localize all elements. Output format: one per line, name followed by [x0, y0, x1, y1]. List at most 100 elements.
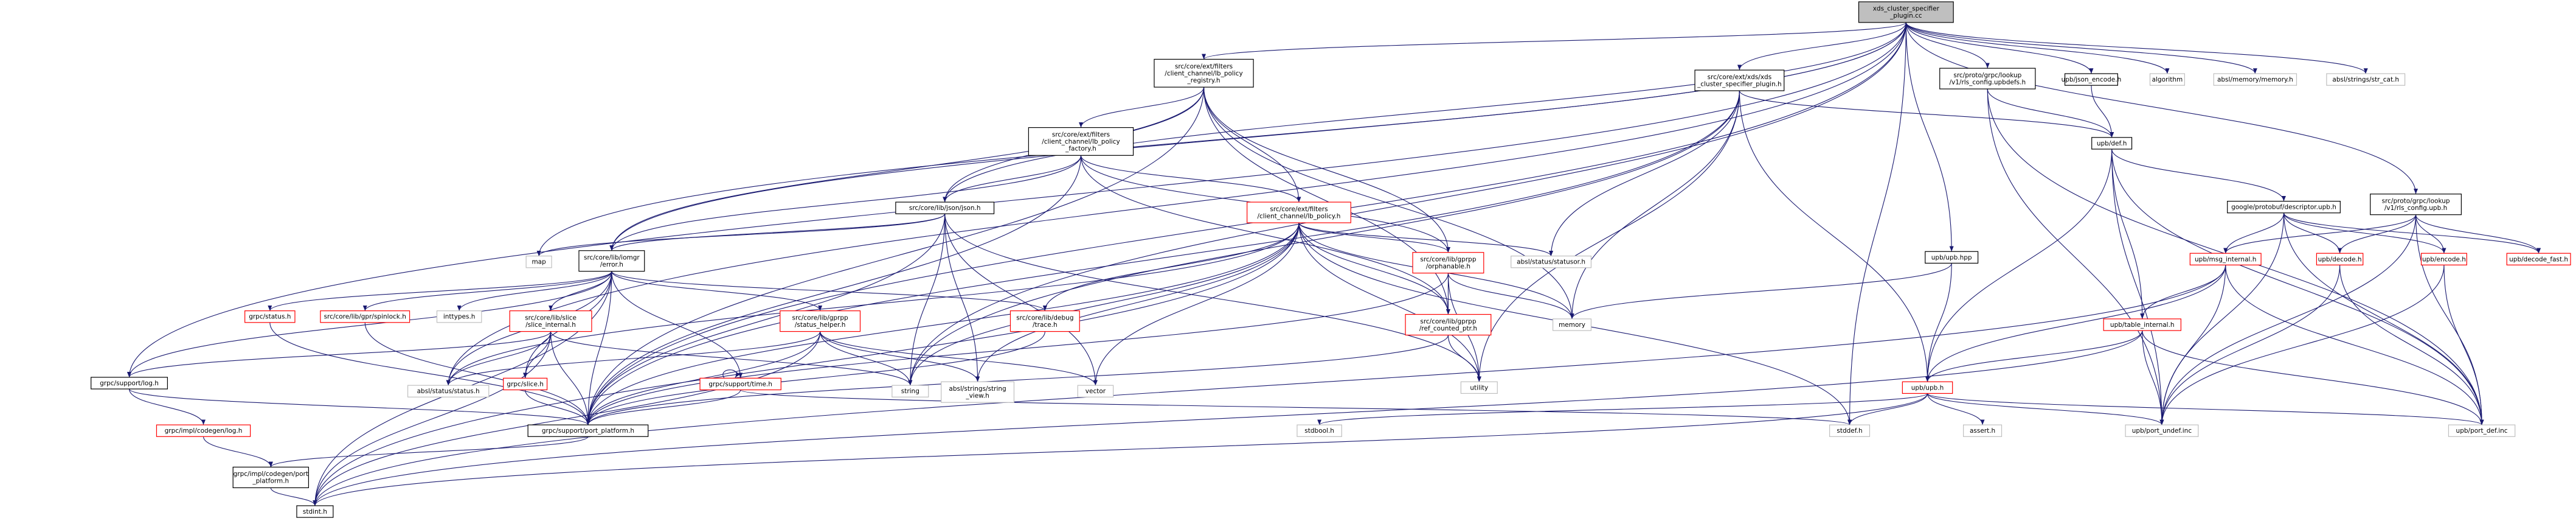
- edge-descriptor-to-upb_encode: [2283, 212, 2446, 254]
- edge-status_helper-to-vector: [820, 331, 1098, 386]
- node-upb-hpp[interactable]: upb/upb.hpp: [1925, 251, 1979, 264]
- node-box: [2326, 73, 2406, 86]
- node-stdint[interactable]: stdint.h: [296, 505, 334, 518]
- node-label: absl/status/statusor.h: [1517, 259, 1585, 266]
- node-box: [1552, 318, 1592, 331]
- node-rls-upb[interactable]: src/proto/grpc/lookup/v1/rls_config.upb.…: [2370, 194, 2462, 215]
- node-label: /orphanable.h: [1426, 263, 1470, 270]
- node-msg-internal[interactable]: upb/msg_internal.h: [2189, 253, 2262, 265]
- node-orphanable[interactable]: src/core/lib/gprpp/orphanable.h: [1412, 252, 1484, 274]
- edge-rls_upb-to-upb_decode: [2338, 214, 2417, 254]
- node-stddef: stddef.h: [1829, 424, 1871, 437]
- node-json-encode[interactable]: upb/json_encode.h: [2062, 73, 2122, 86]
- edge-xds_plugin_h-to-upb_def: [1739, 90, 2114, 138]
- node-lb-factory[interactable]: src/core/ext/filters/client_channel/lb_p…: [1028, 127, 1134, 156]
- edge-upb_h-to-assert: [1927, 393, 1985, 425]
- node-label: upb/def.h: [2097, 140, 2127, 147]
- node-impl-log[interactable]: grpc/impl/codegen/log.h: [156, 424, 251, 437]
- node-box: [1412, 252, 1484, 274]
- node-upb-def[interactable]: upb/def.h: [2091, 137, 2133, 150]
- edge-slice_internal-to-absl_status: [446, 331, 552, 386]
- node-box: [2370, 194, 2462, 215]
- node-descriptor[interactable]: google/protobuf/descriptor.upb.h: [2227, 200, 2341, 214]
- node-label: src/core/lib/json/json.h: [909, 205, 981, 212]
- node-grpc-slice[interactable]: grpc/slice.h: [503, 377, 548, 391]
- node-box: [2506, 253, 2571, 265]
- edge-lb_policy-to-string_view: [975, 223, 1300, 382]
- node-json-h[interactable]: src/core/lib/json/json.h: [895, 201, 995, 214]
- node-box: [296, 505, 334, 518]
- node-lb-policy[interactable]: src/core/ext/filters/client_channel/lb_p…: [1247, 201, 1351, 223]
- node-utility: utility: [1460, 381, 1498, 394]
- edge-error_h-to-port_platform: [586, 271, 612, 425]
- node-algorithm: algorithm: [2149, 73, 2185, 86]
- node-box: [1009, 310, 1080, 332]
- edge-root-to-port_platform: [586, 22, 1906, 425]
- node-label: _view.h: [965, 392, 989, 399]
- node-box: [1511, 256, 1592, 268]
- edge-grpc_time-to-port_platform: [586, 390, 741, 425]
- node-upb-h[interactable]: upb/upb.h: [1902, 381, 1953, 394]
- node-label: /status_helper.h: [795, 321, 846, 329]
- node-xds-plugin-h[interactable]: src/core/ext/xds/xds_cluster_specifier_p…: [1694, 69, 1785, 91]
- node-label: google/protobuf/descriptor.upb.h: [2231, 204, 2336, 211]
- node-upb-encode[interactable]: upb/encode.h: [2420, 253, 2467, 265]
- node-label: /ref_counted_ptr.h: [1419, 325, 1477, 332]
- edge-table_internal-to-upb_h: [1925, 330, 2143, 382]
- node-label: src/core/lib/gprpp: [1420, 318, 1476, 325]
- edge-support_log-to-impl_log: [128, 388, 206, 425]
- node-status-helper[interactable]: src/core/lib/gprpp/status_helper.h: [780, 310, 861, 332]
- edge-msg_internal-to-stdint: [313, 265, 2226, 506]
- node-grpc-time[interactable]: grpc/support/time.h: [699, 377, 781, 391]
- node-grpc-status[interactable]: grpc/status.h: [244, 310, 296, 323]
- node-debug-trace[interactable]: src/core/lib/debug/trace.h: [1009, 310, 1080, 332]
- edge-json_h-to-map: [536, 214, 946, 256]
- node-inttypes: inttypes.h: [436, 310, 482, 323]
- node-ref-counted[interactable]: src/core/lib/gprpp/ref_counted_ptr.h: [1405, 313, 1492, 336]
- node-label: string: [901, 388, 919, 395]
- node-box: [941, 381, 1015, 403]
- node-support-log[interactable]: grpc/support/log.h: [91, 377, 168, 390]
- node-label: stdint.h: [303, 508, 327, 516]
- edge-debug_trace-to-port_platform: [586, 331, 1045, 425]
- edge-root-to-rls_upbdefs: [1905, 22, 1990, 69]
- node-lb-registry[interactable]: src/core/ext/filters/client_channel/lb_p…: [1154, 58, 1254, 88]
- node-decode-fast[interactable]: upb/decode_fast.h: [2506, 253, 2571, 265]
- edge-impl_log-to-impl_port: [203, 436, 273, 467]
- node-spinlock[interactable]: src/core/lib/gpr/spinlock.h: [320, 310, 410, 323]
- edge-root-to-support_log: [127, 22, 1906, 377]
- node-label: grpc/slice.h: [507, 380, 544, 388]
- edge-upb_encode-to-port_undef: [2159, 265, 2445, 425]
- edge-upb_decode-to-port_def: [2339, 265, 2484, 425]
- node-box: [1077, 385, 1114, 397]
- node-box: [699, 377, 781, 391]
- edge-descriptor-to-port_def: [2283, 212, 2484, 425]
- node-box: [2227, 200, 2341, 214]
- edge-slice_internal-to-string: [550, 331, 913, 386]
- node-label: /trace.h: [1033, 321, 1058, 329]
- node-label: upb/upb.hpp: [1931, 254, 1972, 261]
- node-error-h[interactable]: src/core/lib/iomgr/error.h: [578, 250, 645, 272]
- node-port-platform[interactable]: grpc/support/port_platform.h: [527, 424, 649, 437]
- edge-rls_upbdefs-to-upb_def: [1987, 89, 2114, 138]
- edge-lb_policy-to-port_platform: [586, 223, 1300, 425]
- node-table-internal[interactable]: upb/table_internal.h: [2103, 318, 2181, 331]
- edge-grpc_time-to-grpc_time: [722, 369, 740, 379]
- edge-json_encode-to-upb_def: [2091, 85, 2114, 138]
- edge-root-to-upb_hpp: [1905, 22, 1954, 252]
- node-impl-port[interactable]: grpc/impl/codegen/port_platform.h: [232, 466, 310, 488]
- node-upb-decode[interactable]: upb/decode.h: [2316, 253, 2364, 265]
- edge-xds_plugin_h-to-statusor: [1549, 91, 1740, 256]
- node-box: [780, 310, 861, 332]
- node-box: [503, 377, 548, 391]
- node-root[interactable]: xds_cluster_specifier_plugin.cc: [1858, 1, 1954, 23]
- node-port-undef: upb/port_undef.inc: [2125, 424, 2199, 437]
- node-string: string: [892, 385, 929, 397]
- node-rls-upbdefs[interactable]: src/proto/grpc/lookup/v1/rls_config.upbd…: [1939, 68, 2036, 89]
- node-box: [1460, 381, 1498, 394]
- edge-root-to-rls_upb: [1905, 22, 2418, 194]
- node-label: inttypes.h: [443, 313, 476, 321]
- edge-error_h-to-grpc_status: [268, 271, 612, 311]
- node-stdbool: stdbool.h: [1297, 424, 1342, 437]
- node-slice-internal[interactable]: src/core/lib/slice/slice_internal.h: [509, 310, 592, 332]
